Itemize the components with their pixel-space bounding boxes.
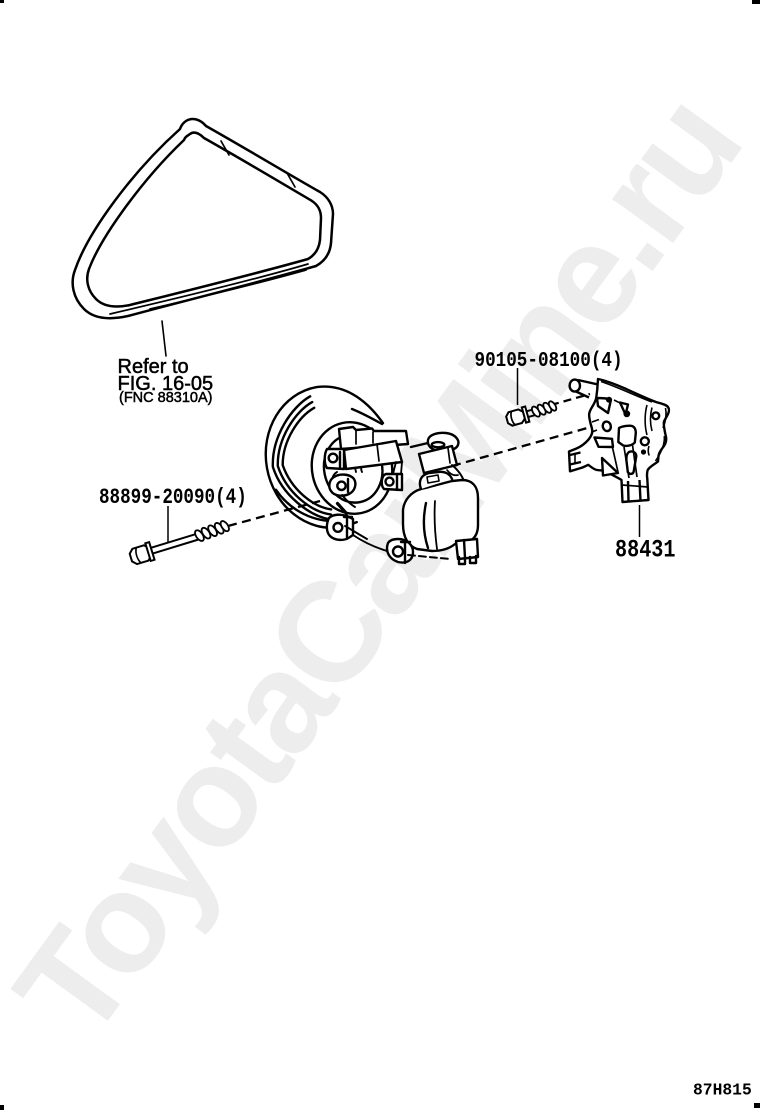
svg-text:FIG. 16-05: FIG. 16-05 [118, 373, 214, 395]
svg-text:88431: 88431 [615, 536, 676, 565]
svg-text:ToyotaCarMine.ru: ToyotaCarMine.ru [0, 69, 760, 1066]
svg-text:(FNC 88310A): (FNC 88310A) [119, 390, 212, 406]
svg-text:90105-08100(4): 90105-08100(4) [475, 349, 623, 373]
svg-text:87H815: 87H815 [693, 1081, 752, 1100]
svg-text:Refer to: Refer to [118, 356, 189, 378]
svg-text:88899-20090(4): 88899-20090(4) [99, 484, 247, 509]
